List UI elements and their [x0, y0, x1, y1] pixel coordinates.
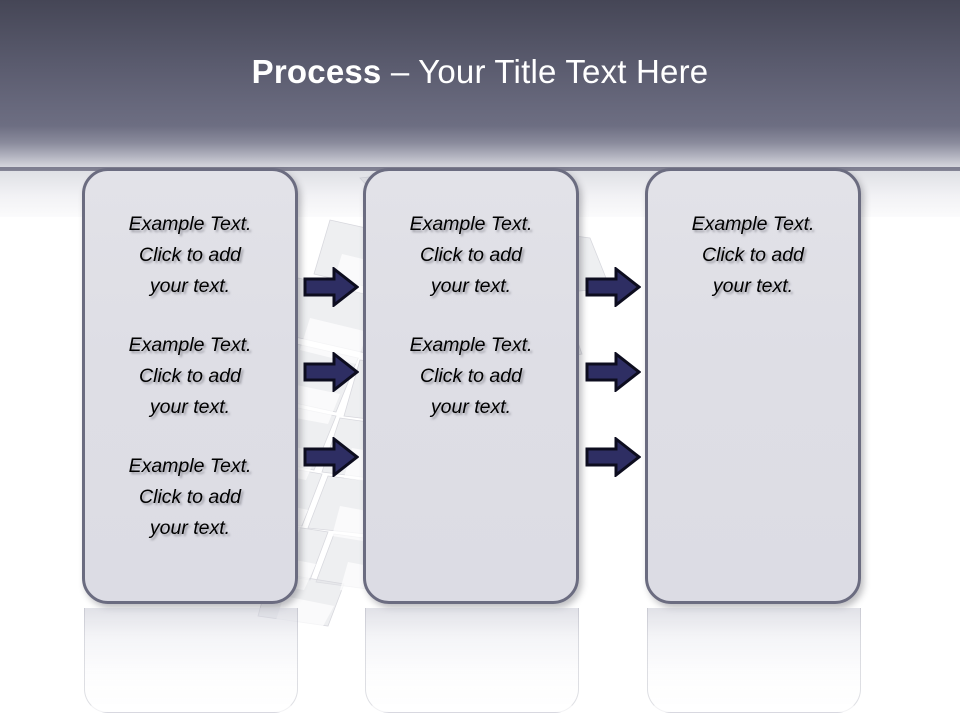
text-line: your text. — [712, 275, 794, 297]
process-step-box-3-content: Example Text. Click to add your text. — [656, 209, 850, 330]
page-title-strong: Process — [251, 53, 382, 90]
process-step-box-1-content: Example Text. Click to add your text. Ex… — [93, 209, 287, 572]
text-line: your text. — [430, 396, 512, 418]
arrow-right-icon[interactable] — [585, 352, 641, 392]
text-line: Click to add — [420, 365, 522, 387]
text-block-2-1[interactable]: Example Text. Click to add your text. — [374, 209, 568, 302]
text-line: Example Text. — [409, 334, 533, 356]
arrow-right-icon[interactable] — [303, 267, 359, 307]
box-reflection-2 — [365, 608, 579, 713]
text-line: Click to add — [139, 244, 241, 266]
arrow-right-icon[interactable] — [585, 267, 641, 307]
process-step-box-3[interactable]: Example Text. Click to add your text. — [645, 168, 861, 604]
box-reflection-1 — [84, 608, 298, 713]
text-line: Click to add — [139, 486, 241, 508]
text-line: Example Text. — [691, 213, 815, 235]
process-step-box-1[interactable]: Example Text. Click to add your text. Ex… — [82, 168, 298, 604]
text-line: Click to add — [702, 244, 804, 266]
arrow-right-icon[interactable] — [303, 352, 359, 392]
page-title: Process – Your Title Text Here — [0, 52, 960, 92]
text-line: Example Text. — [128, 334, 252, 356]
arrow-right-icon[interactable] — [585, 437, 641, 477]
page-title-rest: – Your Title Text Here — [381, 53, 709, 90]
text-line: your text. — [430, 275, 512, 297]
text-block-1-1[interactable]: Example Text. Click to add your text. — [93, 209, 287, 302]
arrow-right-icon[interactable] — [303, 437, 359, 477]
text-block-1-2[interactable]: Example Text. Click to add your text. — [93, 330, 287, 423]
title-band — [0, 0, 960, 170]
text-line: Click to add — [420, 244, 522, 266]
text-block-2-2[interactable]: Example Text. Click to add your text. — [374, 330, 568, 423]
text-line: Example Text. — [128, 213, 252, 235]
process-step-box-2[interactable]: Example Text. Click to add your text. Ex… — [363, 168, 579, 604]
text-line: Example Text. — [409, 213, 533, 235]
text-line: Example Text. — [128, 455, 252, 477]
text-line: your text. — [149, 517, 231, 539]
process-step-box-2-content: Example Text. Click to add your text. Ex… — [374, 209, 568, 451]
text-block-1-3[interactable]: Example Text. Click to add your text. — [93, 451, 287, 544]
text-block-3-1[interactable]: Example Text. Click to add your text. — [656, 209, 850, 302]
box-reflection-3 — [647, 608, 861, 713]
text-line: your text. — [149, 396, 231, 418]
text-line: Click to add — [139, 365, 241, 387]
text-line: your text. — [149, 275, 231, 297]
